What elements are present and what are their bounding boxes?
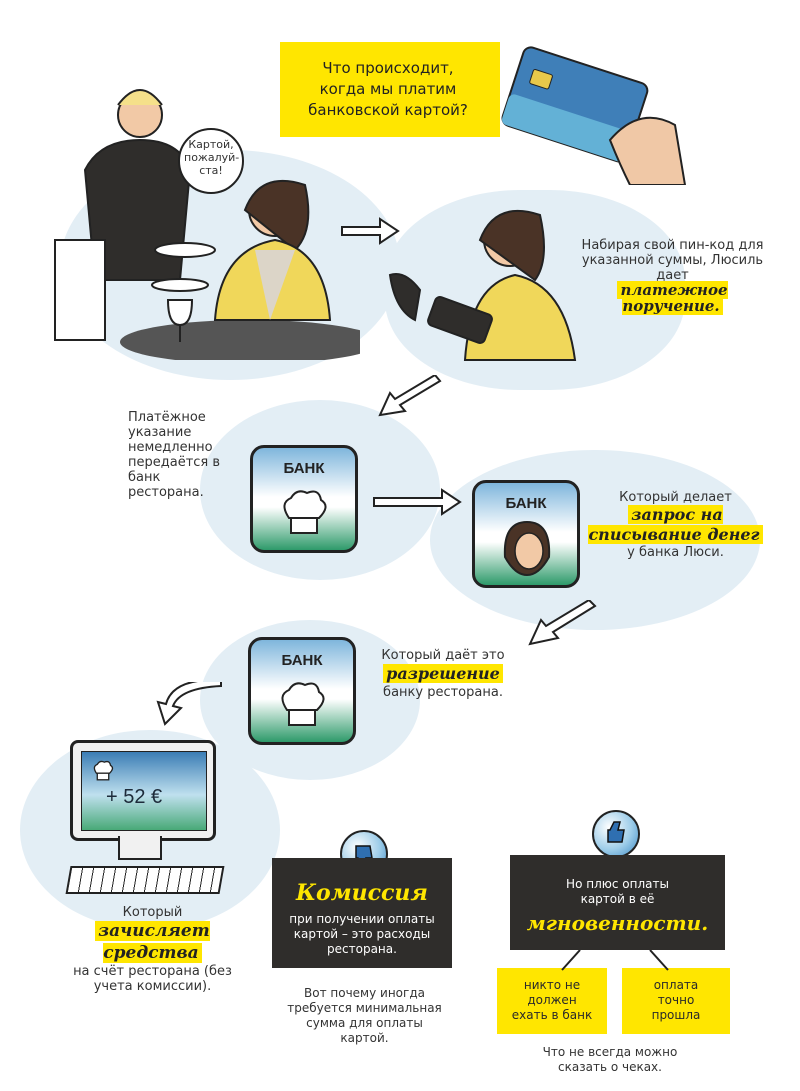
computer-screen: + 52 € xyxy=(81,751,207,831)
computer-caption-pre: Который xyxy=(122,905,183,920)
plus-box: Но плюс оплаты картой в её мгновенности. xyxy=(510,855,725,950)
benefit-box-2: оплата точно прошла xyxy=(622,968,730,1034)
bank-label: БАНК xyxy=(281,652,323,669)
intro-question-text: Что происходит, когда мы платим банковск… xyxy=(308,59,468,119)
computer-caption: Который зачисляет средства на счёт ресто… xyxy=(55,905,250,994)
computer-monitor: + 52 € xyxy=(70,740,216,841)
arrow-1 xyxy=(341,217,400,245)
bank-label: БАНК xyxy=(283,460,325,477)
step3-caption-highlight: разрешение xyxy=(383,664,503,683)
waiter-speech-bubble: Картой, пожалуй-ста! xyxy=(178,128,244,194)
pin-entry-illustration xyxy=(388,209,577,361)
restaurant-scene-illustration xyxy=(54,89,360,360)
step2-caption: Который делает запрос на списывание дене… xyxy=(588,490,763,560)
lucie-portrait-icon xyxy=(503,520,551,577)
step3-caption-pre: Который даёт это xyxy=(381,648,505,663)
chef-hat-icon xyxy=(283,490,327,534)
step3-caption-post: банку ресторана. xyxy=(383,685,503,700)
credited-amount: + 52 € xyxy=(106,786,163,808)
benefit-arrows xyxy=(561,950,669,971)
step2-caption-post: у банка Люси. xyxy=(627,545,724,560)
intro-question-box: Что происходит, когда мы платим банковск… xyxy=(280,42,500,137)
benefit-box-1: никто не должен ехать в банк xyxy=(497,968,607,1034)
computer-caption-post: на счёт ресторана (без учета комиссии). xyxy=(73,964,232,994)
scene2-caption-text: Набирая свой пин-код для указанной суммы… xyxy=(581,238,764,283)
chef-hat-icon xyxy=(281,682,325,726)
waiter-speech-text: Картой, пожалуй-ста! xyxy=(184,138,240,177)
plus-text: Но плюс оплаты картой в её xyxy=(566,877,669,906)
step2-caption-pre: Который делает xyxy=(619,490,732,505)
arrow-5 xyxy=(156,682,222,726)
restaurant-bank-card-2: БАНК xyxy=(248,637,356,745)
thumbs-up-icon xyxy=(592,810,640,858)
restaurant-bank-card-1: БАНК xyxy=(250,445,358,553)
plus-highlight: мгновенности. xyxy=(526,911,709,935)
client-bank-card: БАНК xyxy=(472,480,580,588)
step2-caption-highlight: запрос на списывание денег xyxy=(588,505,763,544)
scene2-caption-highlight: платежное поручение. xyxy=(617,281,728,315)
commission-note: Вот почему иногда требуется минимальная … xyxy=(287,986,442,1045)
keyboard xyxy=(65,866,225,894)
arrow-4 xyxy=(528,600,597,646)
arrow-2 xyxy=(378,375,442,417)
commission-title: Комиссия xyxy=(296,880,428,906)
arrow-3 xyxy=(373,488,462,516)
monitor-stand xyxy=(118,836,162,860)
commission-box: Комиссия при получении оплаты картой – э… xyxy=(272,858,452,968)
commission-text: при получении оплаты картой – это расход… xyxy=(289,912,435,956)
scene2-caption: Набирая свой пин-код для указанной суммы… xyxy=(575,238,770,315)
benefit-box-2-text: оплата точно прошла xyxy=(651,978,701,1022)
bank-label: БАНК xyxy=(505,495,547,512)
computer-caption-highlight: зачисляет средства xyxy=(95,921,210,963)
chef-hat-icon xyxy=(93,760,114,781)
plus-note: Что не всегда можно сказать о чеках. xyxy=(542,1045,678,1074)
step3-caption: Который даёт это разрешение банку рестор… xyxy=(368,648,518,700)
benefit-box-1-text: никто не должен ехать в банк xyxy=(511,978,593,1022)
card-in-hand-illustration xyxy=(501,46,687,185)
step1-caption: Платёжное указание немедленно передаётся… xyxy=(128,410,221,500)
